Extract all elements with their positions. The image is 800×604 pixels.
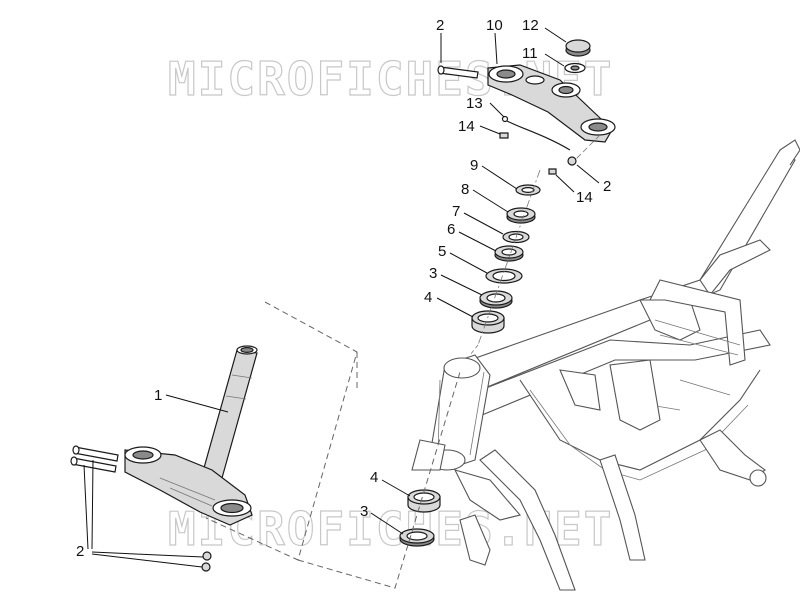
washer-11 [564,62,586,74]
frame-assembly [411,139,800,591]
seal-5 [485,268,523,284]
cap-12 [565,39,591,57]
leader-lines [83,27,600,568]
bearing-3-lower [399,528,435,547]
callout-14-left: 14 [458,118,475,135]
bolt-2-top [437,65,479,79]
callout-12: 12 [522,17,539,34]
callout-14-right: 14 [576,189,593,206]
cup-4-lower [407,489,441,513]
nut-2-right [567,156,577,166]
callout-3-lower: 3 [360,503,368,520]
callout-4-lower: 4 [370,469,378,486]
dashed-box [205,301,461,589]
callout-6: 6 [447,221,455,238]
bolts-2-lower-left [70,445,119,473]
callout-7: 7 [452,203,460,220]
screw-14-right [548,168,557,175]
callout-5: 5 [438,243,446,260]
cable-13 [501,115,571,151]
callout-2-right: 2 [603,178,611,195]
callout-2-top: 2 [436,17,444,34]
upper-triple-clamp [487,64,616,143]
screw-14-left [499,132,509,139]
callout-9: 9 [470,157,478,174]
callout-4-upper: 4 [424,289,432,306]
callout-3-upper: 3 [429,265,437,282]
callout-1: 1 [154,387,162,404]
callout-11: 11 [522,45,538,62]
steering-stem-1 [201,345,258,479]
callouts: 2 10 12 11 13 14 2 14 9 8 7 6 5 3 4 1 2 … [76,17,611,560]
callout-13: 13 [466,95,483,112]
nut-6 [494,245,524,262]
ring-9 [515,184,541,196]
callout-8: 8 [461,181,469,198]
lower-triple-clamp [124,446,253,526]
bearing-3-upper [479,290,513,309]
cup-4-upper [471,310,505,334]
callout-10: 10 [486,17,503,34]
nut-8 [506,207,536,224]
nuts-2-lower [201,551,212,572]
callout-2-bottom: 2 [76,543,84,560]
